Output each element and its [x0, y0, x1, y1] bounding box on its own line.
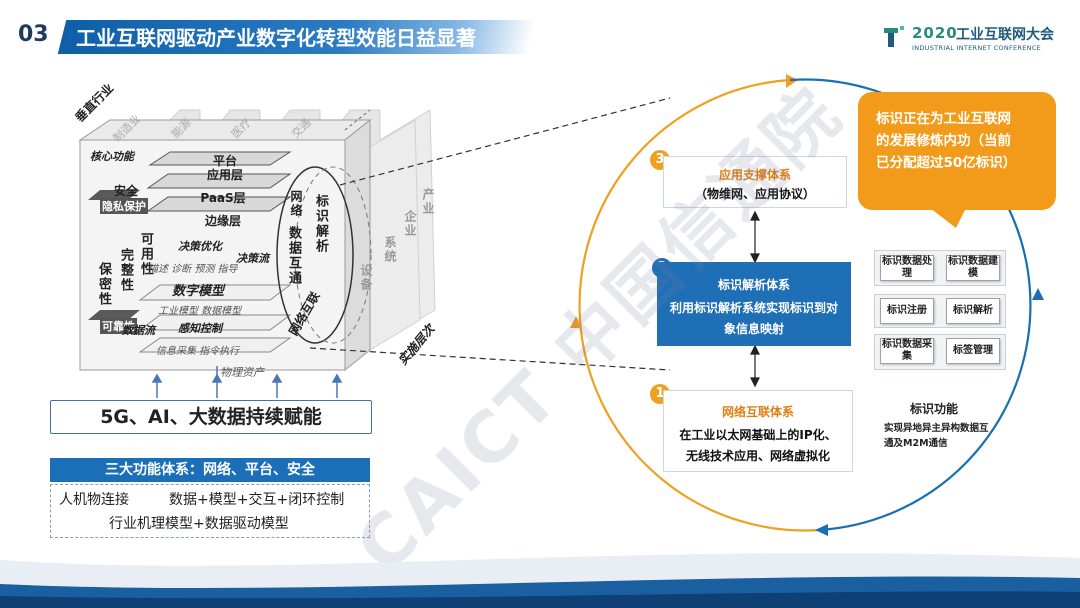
tier1-body: 无线技术应用、网络虚拟化	[685, 449, 830, 463]
bottom-wave-decoration	[0, 553, 1080, 608]
function-line: 人机物连接	[59, 492, 129, 508]
callout-line: 标识正在为工业互联网	[876, 111, 1011, 127]
security-block: 隐私保护	[100, 198, 148, 214]
tier2-box: 标识解析体系 利用标识解析系统实现标识到对 象信息映射	[657, 262, 851, 346]
function-button: 标识数据建模	[946, 255, 1000, 281]
identity-callout: 标识正在为工业互联网 的发展修炼内功（当前 已分配超过50亿标识）	[858, 92, 1056, 210]
core-function-label: 核心功能	[90, 150, 134, 163]
tier1-body: 在工业以太网基础上的IP化、	[679, 428, 837, 442]
logo-name: 工业互联网大会	[956, 27, 1054, 43]
connector-lines	[309, 97, 671, 371]
callout-pointer	[930, 208, 966, 228]
callout-line: 的发展修炼内功（当前	[876, 133, 1011, 149]
identity-resolution-label: 标识解析	[313, 194, 328, 254]
layer-app: 应用层	[206, 168, 243, 182]
layer-edge: 边缘层	[204, 214, 241, 228]
logo-subtitle: INDUSTRIAL INTERNET CONFERENCE	[912, 44, 1042, 52]
page-title: 工业互联网驱动产业数字化转型效能日益显著	[76, 26, 476, 50]
tier3-box: 应用支撑体系 （物维网、应用协议）	[663, 156, 847, 208]
slide-number: 03	[18, 22, 49, 47]
logo-year: 2020	[912, 24, 958, 42]
tier2-body: 利用标识解析系统实现标识到对	[669, 301, 838, 315]
function-heading: 三大功能体系：网络、平台、安全	[50, 458, 370, 482]
function-button: 标识数据采集	[880, 338, 934, 364]
network-label: 网络	[289, 190, 303, 218]
security-block: 完整性	[118, 248, 133, 293]
physical-assets-label: 物理资产	[220, 366, 264, 379]
analysis-label: 描述 诊断 预测 指导	[148, 264, 238, 275]
callout-line: 已分配超过50亿标识）	[876, 155, 1017, 171]
level-enterprise: 企业	[403, 210, 417, 238]
digital-model-label: 数字模型	[172, 284, 225, 299]
data-flow-label: 数据流	[122, 324, 155, 337]
function-button: 标识数据处理	[880, 255, 934, 281]
tier1-box: 网络互联体系 在工业以太网基础上的IP化、 无线技术应用、网络虚拟化	[663, 390, 853, 472]
cube-diagram-graphics	[78, 109, 436, 398]
collect-execute-label: 信息采集 指令执行	[156, 346, 240, 357]
security-label: 安全	[114, 184, 139, 198]
tier3-title: 应用支撑体系	[718, 168, 791, 182]
level-system: 系统	[383, 236, 397, 264]
security-block: 可靠性	[100, 318, 137, 334]
layer-paas: PaaS层	[200, 191, 246, 205]
enabler-box: 5G、AI、大数据持续赋能	[50, 400, 372, 434]
function-title: 标识功能	[910, 402, 959, 416]
decision-optimize-label: 决策优化	[178, 240, 222, 253]
function-body: 人机物连接 数据+模型+交互+闭环控制 行业机理模型+数据驱动模型	[50, 484, 370, 538]
decision-flow-label: 决策流	[236, 252, 269, 265]
function-button: 标签管理	[946, 338, 1000, 364]
tier3-body: （物维网、应用协议）	[694, 187, 815, 201]
function-desc: 实现异地异主异构数据互	[884, 423, 989, 434]
model-types-label: 工业模型 数据模型	[158, 306, 242, 317]
security-block: 保密性	[96, 262, 111, 307]
sensing-control-label: 感知控制	[178, 322, 222, 335]
level-industry: 产业	[421, 188, 435, 216]
function-desc: 通及M2M通信	[884, 438, 948, 449]
tier1-title: 网络互联体系	[721, 405, 794, 419]
function-button: 标识解析	[946, 298, 1000, 324]
security-block: 可用性	[138, 232, 153, 277]
function-line: 行业机理模型+数据驱动模型	[109, 516, 289, 532]
tier2-title: 标识解析体系	[717, 278, 790, 292]
tier2-body: 象信息映射	[723, 322, 784, 336]
platform-label: 平台	[212, 154, 237, 168]
conference-logo-icon	[884, 26, 904, 47]
function-line: 数据+模型+交互+闭环控制	[169, 492, 345, 508]
function-button: 标识注册	[880, 298, 934, 324]
data-interop-label: 数据互通	[286, 226, 301, 286]
level-device: 设备	[359, 264, 373, 292]
